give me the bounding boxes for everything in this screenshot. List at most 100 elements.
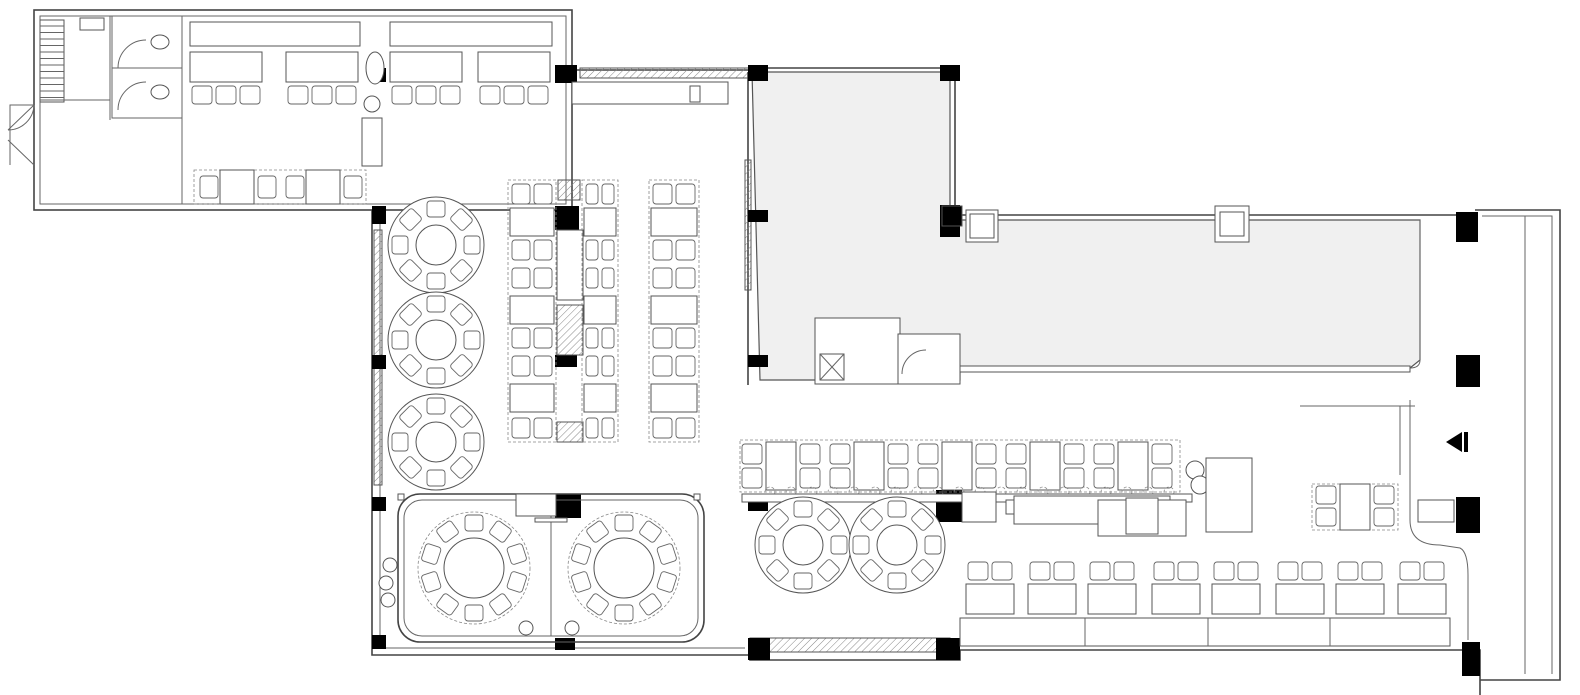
table-boundary <box>567 511 681 625</box>
chair <box>463 432 481 452</box>
chair <box>511 267 531 289</box>
chair <box>506 571 527 593</box>
table-top <box>415 319 457 361</box>
chair <box>489 593 512 616</box>
chair <box>741 443 763 465</box>
window-strip-top <box>579 67 751 79</box>
chair <box>399 208 422 231</box>
chair <box>829 443 851 465</box>
chair <box>391 235 409 255</box>
service-counter <box>571 81 729 105</box>
chair <box>1315 485 1337 505</box>
chair <box>1113 561 1135 581</box>
chair <box>652 183 673 205</box>
table-top <box>443 537 505 599</box>
bench-table <box>1397 583 1447 615</box>
chair <box>426 272 446 290</box>
chair <box>639 593 662 616</box>
chair <box>793 500 813 518</box>
chair <box>343 175 363 199</box>
chair <box>1361 561 1383 581</box>
chair <box>817 559 840 582</box>
chair <box>652 239 673 261</box>
booth-boundary <box>648 179 700 443</box>
bench-table <box>1335 583 1385 615</box>
chair <box>426 469 446 487</box>
chair <box>675 267 696 289</box>
right-booth <box>1300 405 1468 531</box>
chair <box>533 267 553 289</box>
chair <box>1089 561 1111 581</box>
chair <box>1213 561 1235 581</box>
round-table <box>848 496 946 594</box>
annex-seating <box>189 21 553 205</box>
chair <box>601 183 615 205</box>
chair <box>489 520 512 543</box>
chair <box>601 267 615 289</box>
chair <box>917 467 939 489</box>
chair <box>656 571 677 593</box>
booth-table <box>650 295 698 325</box>
chair <box>450 405 473 428</box>
chair <box>911 508 934 531</box>
chair <box>533 239 553 261</box>
chair <box>1063 467 1085 489</box>
chair <box>975 467 997 489</box>
chair <box>450 303 473 326</box>
chair <box>426 295 446 313</box>
chair <box>1177 561 1199 581</box>
chair <box>675 183 696 205</box>
annex-fixtures <box>7 15 183 204</box>
chair <box>675 417 696 439</box>
private-dining-room <box>378 493 705 643</box>
chair <box>1301 561 1323 581</box>
chair <box>391 330 409 350</box>
chair <box>1005 467 1027 489</box>
chair <box>426 200 446 218</box>
booth-table <box>650 207 698 237</box>
round-table <box>387 196 485 294</box>
chair <box>426 367 446 385</box>
booth-table <box>583 207 617 237</box>
chair <box>860 559 883 582</box>
chair <box>652 327 673 349</box>
chair <box>335 85 357 105</box>
chair <box>239 85 261 105</box>
chair <box>585 355 599 377</box>
toilet-icon <box>150 84 170 100</box>
chair <box>464 604 484 622</box>
chair <box>741 467 763 489</box>
chair <box>991 561 1013 581</box>
chair <box>439 85 461 105</box>
chair <box>533 183 553 205</box>
chair <box>399 456 422 479</box>
chair <box>421 571 442 593</box>
chair <box>527 85 549 105</box>
chair <box>585 183 599 205</box>
bench-table <box>1151 583 1201 615</box>
booth-table <box>509 207 555 237</box>
round-table <box>754 496 852 594</box>
chair <box>533 355 553 377</box>
chair <box>614 604 634 622</box>
chair <box>1093 443 1115 465</box>
chair <box>421 543 442 565</box>
toilet-icon <box>150 34 170 50</box>
chair <box>399 405 422 428</box>
chair <box>585 417 599 439</box>
chair <box>601 239 615 261</box>
chair <box>675 355 696 377</box>
chair <box>503 85 525 105</box>
chair <box>799 467 821 489</box>
chair <box>585 327 599 349</box>
chair <box>450 456 473 479</box>
chair <box>311 85 333 105</box>
round-tables-left <box>387 196 485 491</box>
chair <box>1063 443 1085 465</box>
table-top <box>415 421 457 463</box>
chair <box>1005 443 1027 465</box>
chair <box>426 397 446 415</box>
chair <box>817 508 840 531</box>
booth-rows <box>507 179 700 443</box>
chair <box>1423 561 1445 581</box>
